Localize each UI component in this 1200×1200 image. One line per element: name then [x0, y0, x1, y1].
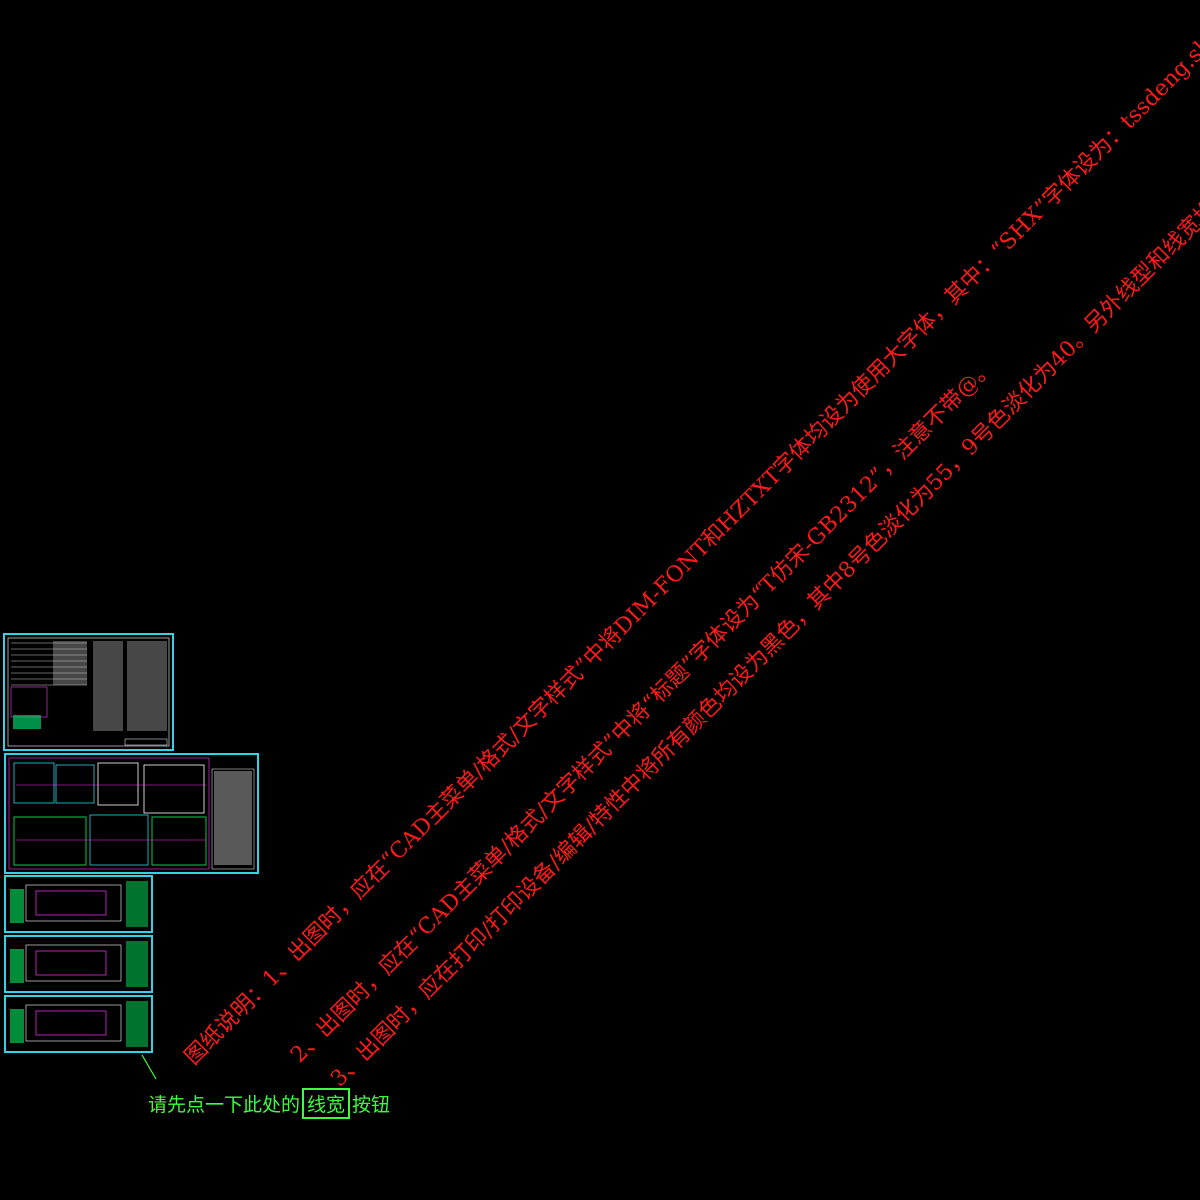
lineweight-button[interactable]: 线宽	[302, 1088, 351, 1119]
drawing-sheet-floor-plan-3[interactable]	[4, 995, 153, 1053]
sheet-thumbnail	[10, 1001, 148, 1047]
sheet-thumbnail	[10, 941, 148, 987]
sheet-thumbnail	[8, 757, 255, 870]
leader-line	[141, 1055, 157, 1080]
lineweight-hint: 请先点一下此处的线宽按钮	[148, 1088, 390, 1119]
drawing-sheet-floor-plan-2[interactable]	[4, 935, 153, 993]
hint-prefix: 请先点一下此处的	[148, 1094, 301, 1116]
drawing-note-line-1: 图纸说明：1、出图时，应在“CAD主菜单/格式/文字样式”中将DIM-FONT和…	[180, 0, 1200, 1070]
sheet-thumbnail	[7, 637, 170, 747]
drawing-note-line-2: 2、出图时，应在“CAD主菜单/格式/文字样式”中将“标题”字体设为“T仿宋-G…	[286, 354, 1001, 1068]
drawing-sheet-system-diagram[interactable]	[4, 753, 259, 874]
drawing-sheet-floor-plan-1[interactable]	[4, 875, 153, 933]
drawing-sheet-equipment-list[interactable]	[3, 633, 174, 751]
sheet-thumbnail	[10, 881, 148, 927]
hint-suffix: 按钮	[352, 1094, 391, 1116]
